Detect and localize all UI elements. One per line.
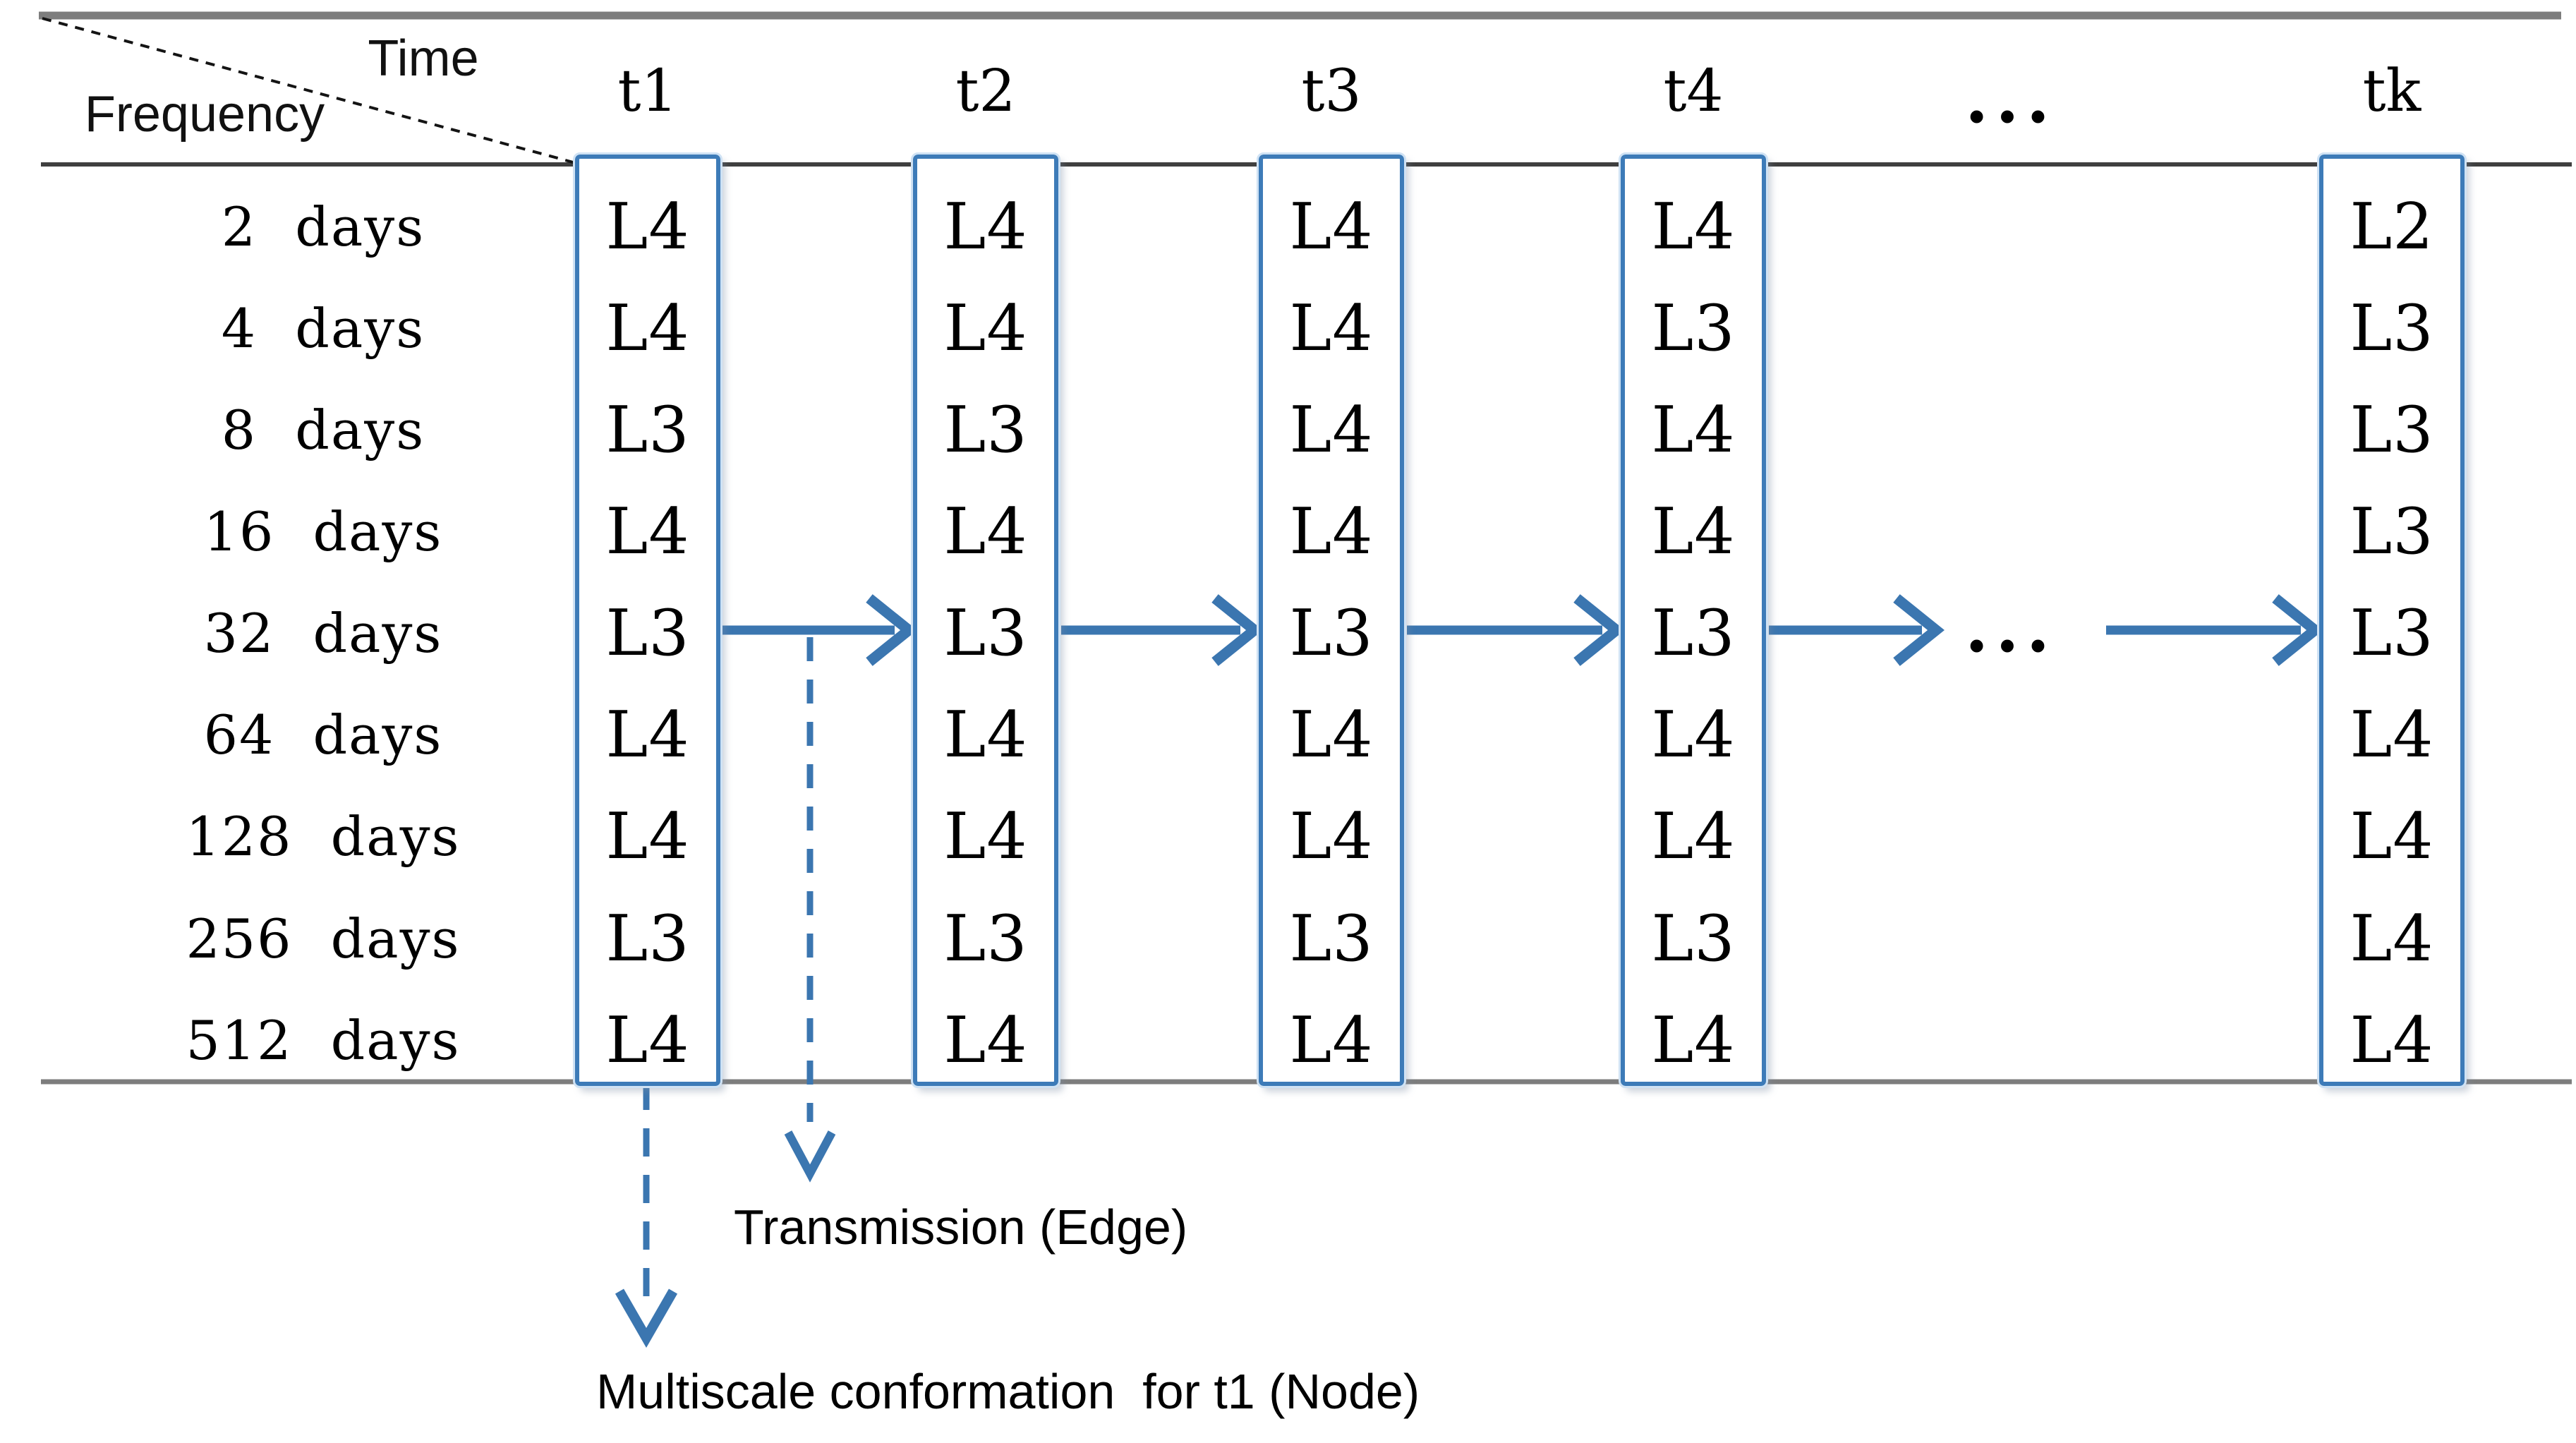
multiscale-node-arrow	[615, 1082, 678, 1348]
cell-tk: L3	[2350, 291, 2434, 366]
cell-t2: L4	[943, 698, 1028, 772]
cell-tk: L2	[2350, 190, 2434, 264]
cell-t2: L4	[943, 190, 1028, 264]
cell-tk: L4	[2350, 698, 2434, 772]
cell-t2: L3	[943, 902, 1028, 976]
cell-t1: L4	[605, 291, 690, 366]
cell-t1: L4	[605, 190, 690, 264]
cell-t3: L4	[1289, 799, 1374, 874]
cell-t4: L4	[1651, 393, 1736, 467]
cell-t3: L4	[1289, 291, 1374, 366]
column-label-t1: t1	[617, 58, 678, 125]
cell-t3: L4	[1289, 698, 1374, 772]
row-label: 128 days	[186, 805, 461, 868]
flow-ellipsis: ...	[1964, 588, 2057, 668]
cell-t4: L4	[1651, 698, 1736, 772]
arrow-t3-t4	[1407, 594, 1625, 666]
row-label: 2 days	[221, 195, 425, 258]
arrow-t4-ellipsis	[1769, 594, 1945, 666]
cell-t2: L4	[943, 1003, 1028, 1077]
node-box-t3	[1257, 152, 1406, 1088]
cell-tk: L4	[2350, 1003, 2434, 1077]
arrow-t1-t2	[722, 594, 917, 666]
cell-t2: L4	[943, 799, 1028, 874]
row-label: 16 days	[203, 500, 443, 563]
cell-t4: L3	[1651, 291, 1736, 366]
row-label: 4 days	[221, 297, 425, 360]
cell-t4: L4	[1651, 190, 1736, 264]
cell-t1: L4	[605, 495, 690, 569]
cell-t3: L4	[1289, 495, 1374, 569]
time-axis-label: Time	[368, 30, 479, 87]
cell-t4: L3	[1651, 902, 1736, 976]
cell-t1: L3	[605, 393, 690, 467]
cell-t1: L4	[605, 698, 690, 772]
cell-t1: L3	[605, 596, 690, 670]
node-box-tk	[2317, 152, 2467, 1088]
cell-t1: L3	[605, 902, 690, 976]
cell-t1: L4	[605, 1003, 690, 1077]
row-label: 32 days	[203, 602, 443, 665]
cell-t3: L4	[1289, 393, 1374, 467]
cell-t2: L3	[943, 596, 1028, 670]
arrow-t2-t3	[1061, 594, 1263, 666]
cell-tk: L3	[2350, 596, 2434, 670]
row-label: 64 days	[203, 704, 443, 766]
cell-tk: L4	[2350, 799, 2434, 874]
node-box-t4	[1619, 152, 1768, 1088]
column-label-t2: t2	[955, 58, 1016, 125]
cell-tk: L4	[2350, 902, 2434, 976]
transmission-edge-label: Transmission (Edge)	[734, 1199, 1188, 1255]
column-label-tk: tk	[2362, 58, 2421, 125]
cell-t3: L4	[1289, 1003, 1374, 1077]
row-label: 256 days	[186, 907, 461, 970]
node-box-t2	[911, 152, 1060, 1088]
cell-t2: L4	[943, 291, 1028, 366]
cell-t3: L3	[1289, 902, 1374, 976]
cell-t3: L3	[1289, 596, 1374, 670]
cell-t4: L4	[1651, 1003, 1736, 1077]
row-label: 8 days	[221, 399, 425, 461]
header-ellipsis: ...	[1964, 59, 2057, 138]
transmission-edge-arrow	[784, 637, 836, 1183]
column-label-t3: t3	[1301, 58, 1362, 125]
node-box-t1	[573, 152, 722, 1088]
cell-t2: L3	[943, 393, 1028, 467]
cell-t3: L4	[1289, 190, 1374, 264]
cell-t4: L4	[1651, 495, 1736, 569]
corner-diagonal-line	[42, 17, 576, 164]
cell-t4: L4	[1651, 799, 1736, 874]
column-label-t4: t4	[1663, 58, 1724, 125]
cell-t1: L4	[605, 799, 690, 874]
row-label: 512 days	[186, 1009, 461, 1072]
cell-tk: L3	[2350, 393, 2434, 467]
arrow-ellipsis-tk	[2106, 594, 2323, 666]
multiscale-node-label: Multiscale conformation for t1 (Node)	[596, 1363, 1420, 1419]
cell-t2: L4	[943, 495, 1028, 569]
cell-t4: L3	[1651, 596, 1736, 670]
frequency-axis-label: Frequency	[84, 86, 325, 143]
cell-tk: L3	[2350, 495, 2434, 569]
